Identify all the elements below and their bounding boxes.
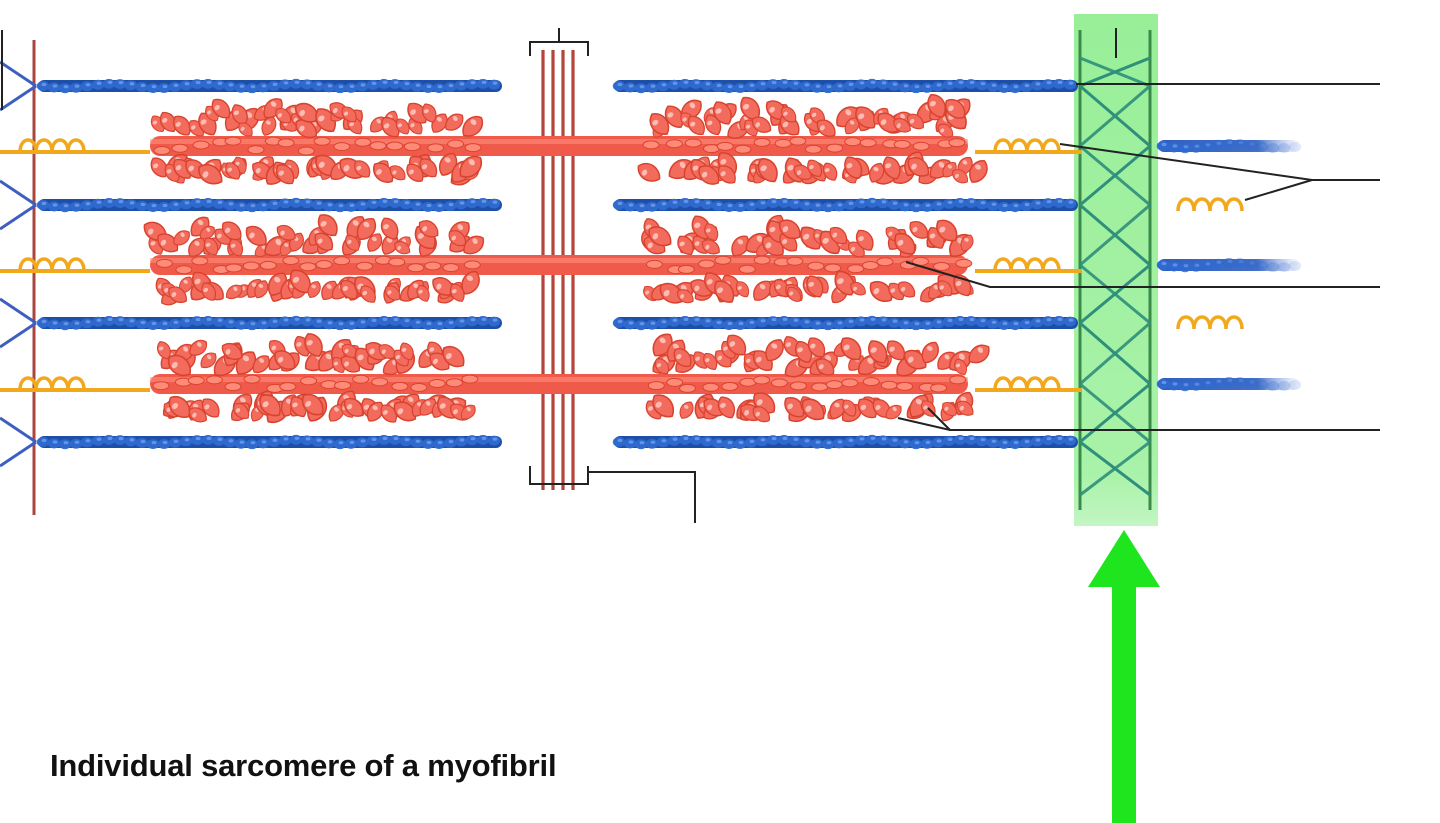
leader-line-titin-branch [1244,179,1313,201]
titin-spring [975,257,1082,273]
titin-spring [975,138,1082,154]
titin-spring [1158,315,1310,331]
actin-filament [612,78,1078,94]
actin-filament [36,315,502,331]
z-disc-lattice [1078,30,1152,510]
actin-filament [1156,138,1302,154]
leader-line-thick-filament [905,261,1380,288]
arrow-up-icon [1088,530,1160,823]
titin-spring [0,376,150,392]
myosin-thick-filament [150,333,990,424]
actin-filament [36,434,502,450]
actin-filament [612,434,1078,450]
titin-spring [0,138,150,154]
actin-filament [1156,376,1302,392]
bracket-bottom [529,466,589,485]
bracket-top [529,41,589,56]
figure-caption: Individual sarcomere of a myofibril [50,748,557,783]
thin-filaments [36,78,1302,450]
actin-filament [36,197,502,213]
actin-filament [1156,257,1302,273]
label-leader-lines [1,28,1380,523]
thick-filaments [143,93,990,424]
leader-line-myosin-head-branch [927,407,951,431]
actin-filament [612,197,1078,213]
titin-spring [0,257,150,273]
actin-filament [36,78,502,94]
titin-spring [975,376,1082,392]
leader-line-m-line [588,471,696,523]
actin-filament [612,315,1078,331]
myosin-thick-filament [143,214,974,306]
titin-spring [1158,197,1310,213]
titin-springs [0,138,1310,392]
myosin-thick-filament [150,93,988,186]
z-disc-left [0,40,37,515]
